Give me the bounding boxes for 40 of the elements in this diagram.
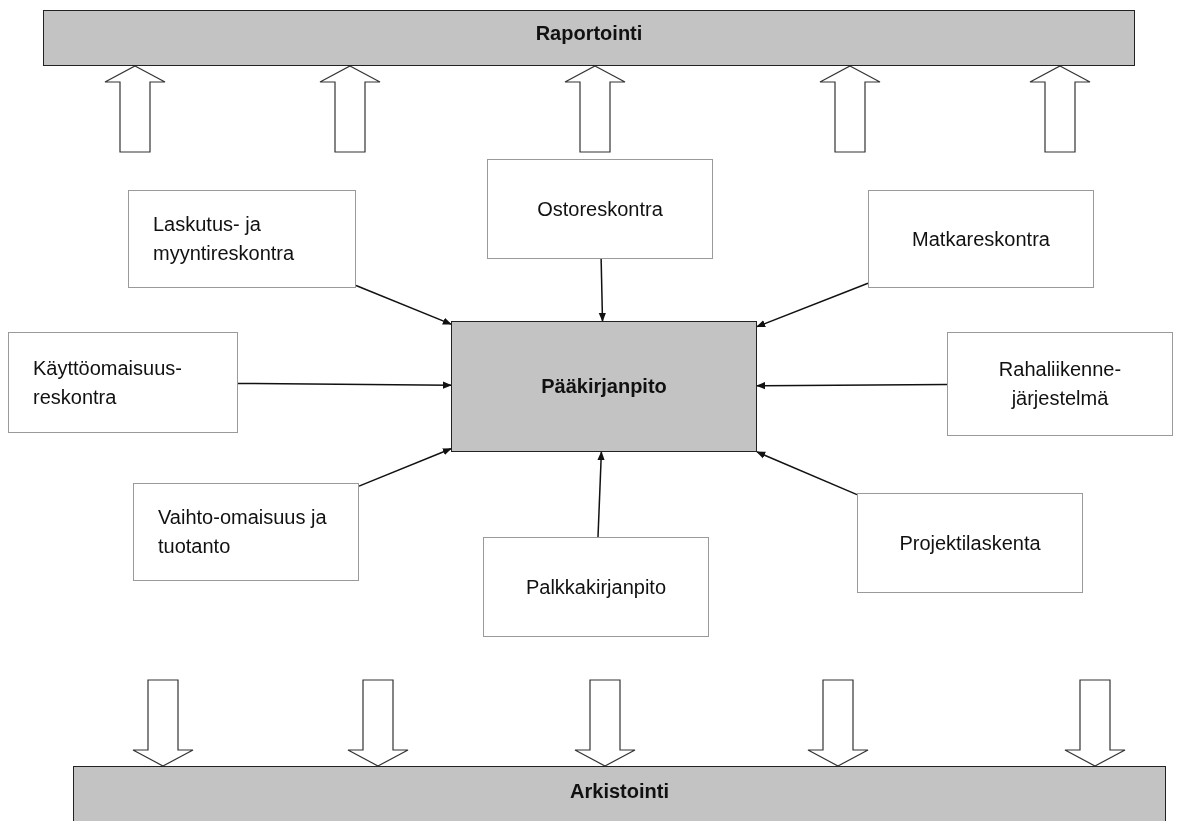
- central-process-box: [451, 321, 757, 452]
- arrow: [597, 451, 605, 538]
- node-label: Laskutus- ja myyntireskontra: [153, 212, 296, 266]
- process-box: [857, 493, 1083, 593]
- block-arrow: [819, 65, 881, 153]
- arrow: [358, 447, 452, 487]
- node-label: Vaihto-omaisuus ja tuotanto: [158, 505, 328, 559]
- process-box: [487, 159, 713, 259]
- arrow: [237, 381, 452, 389]
- node-label: Matkareskontra: [912, 226, 1050, 252]
- band-box: [73, 766, 1166, 821]
- block-arrow: [319, 65, 381, 153]
- arrow: [598, 258, 606, 322]
- arrow: [355, 284, 452, 325]
- block-arrow: [132, 679, 194, 767]
- block-arrow: [104, 65, 166, 153]
- process-box: [8, 332, 238, 433]
- node-label: Projektilaskenta: [899, 530, 1041, 556]
- block-arrow: [574, 679, 636, 767]
- arrow: [756, 382, 948, 390]
- process-box: [128, 190, 356, 288]
- node-label: Palkkakirjanpito: [525, 574, 667, 600]
- node-label: Rahaliikenne-järjestelmä: [997, 357, 1123, 411]
- process-box: [947, 332, 1173, 436]
- process-box: [133, 483, 359, 581]
- node-label: Arkistointi: [570, 779, 669, 804]
- node-label: Raportointi: [535, 21, 643, 46]
- node-label: Käyttöomaisuus-reskontra: [33, 355, 183, 410]
- block-arrow: [347, 679, 409, 767]
- process-box: [868, 190, 1094, 288]
- node-label: Ostoreskontra: [537, 196, 663, 222]
- process-box: [483, 537, 709, 637]
- block-arrow: [564, 65, 626, 153]
- node-label: Pääkirjanpito: [541, 374, 667, 399]
- block-arrow: [1029, 65, 1091, 153]
- block-arrow: [807, 679, 869, 767]
- arrow: [756, 451, 858, 496]
- arrow: [756, 282, 869, 328]
- band-box: [43, 10, 1135, 66]
- block-arrow: [1064, 679, 1126, 767]
